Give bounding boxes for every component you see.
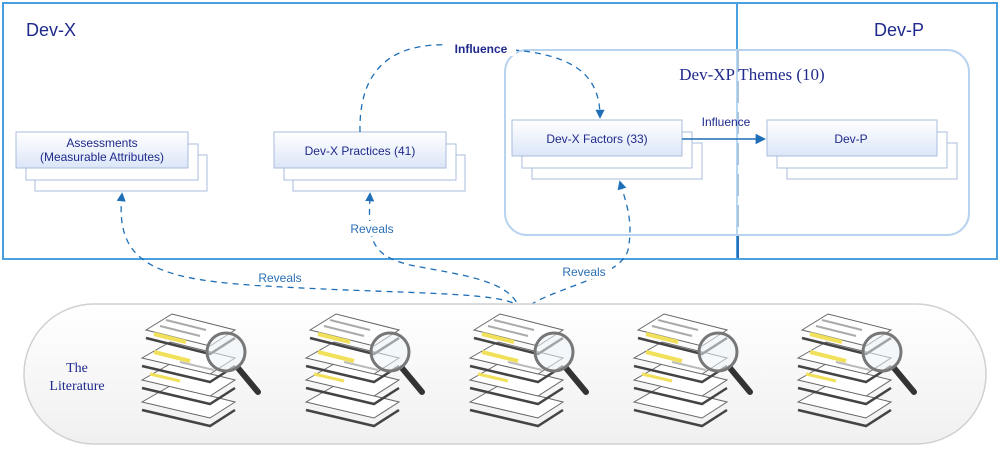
reveals-factors-label: Reveals	[562, 265, 605, 279]
reveals-practices-label: Reveals	[350, 222, 393, 236]
factors-label: Dev-X Factors (33)	[546, 132, 647, 146]
devp-label: Dev-P	[834, 132, 867, 146]
themes-group-label: Dev-XP Themes (10)	[679, 65, 824, 84]
assessments-box: Assessments (Measurable Attributes)	[15, 131, 208, 192]
reveals-arrow-assessments	[116, 192, 521, 311]
assessments-label-line1: Assessments	[66, 136, 137, 150]
practices-box: Dev-X Practices (41)	[273, 131, 466, 192]
reveals-arrow-practices	[365, 192, 521, 313]
practices-label: Dev-X Practices (41)	[305, 144, 416, 158]
dev-p-title: Dev-P	[874, 20, 924, 40]
reveals-assessments-label: Reveals	[258, 271, 301, 285]
assessments-label-line2: (Measurable Attributes)	[40, 150, 164, 164]
factors-box: Dev-X Factors (33)	[511, 119, 703, 180]
influence-arrow-top	[359, 44, 605, 133]
dev-x-title: Dev-X	[26, 20, 76, 40]
influence-top-label-bg	[446, 40, 516, 56]
literature-label-line2: Literature	[49, 379, 104, 394]
reveals-factors-label-bg	[556, 264, 612, 279]
influence-top-label: Influence	[455, 42, 508, 56]
reveals-arrow-factors	[521, 180, 631, 313]
literature-label-line1: The	[66, 361, 88, 376]
influence-right-label: Influence	[702, 115, 751, 129]
devp-box: Dev-P	[766, 119, 958, 180]
reveals-practices-label-bg	[344, 221, 398, 236]
reveals-assessments-label-bg	[252, 270, 308, 285]
